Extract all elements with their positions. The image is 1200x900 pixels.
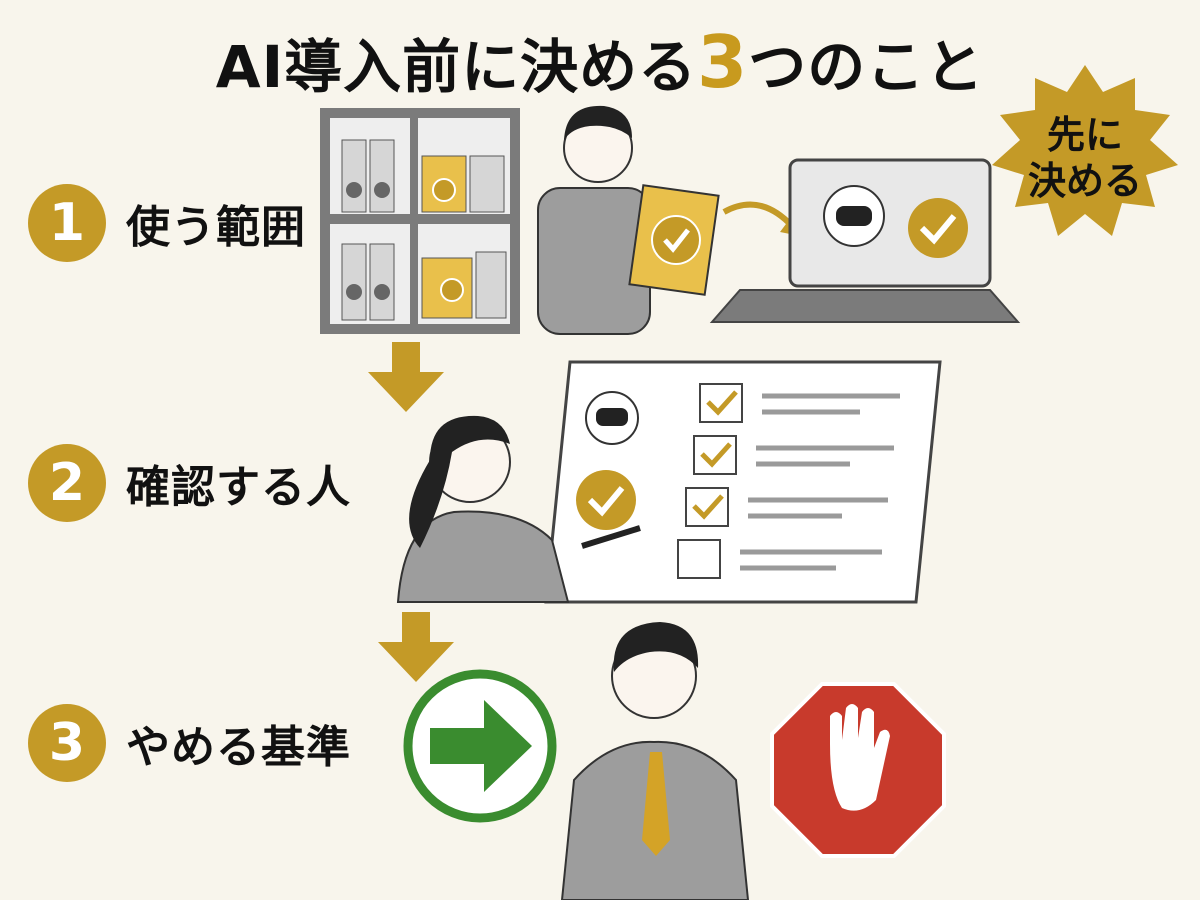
person-with-folder-icon — [537, 105, 800, 335]
title-suffix: つのこと — [748, 33, 985, 101]
decide-first-badge: 先に 決める — [1010, 112, 1160, 204]
thinking-man-icon — [560, 622, 750, 900]
title-number: 3 — [697, 20, 749, 104]
woman-checking-icon — [396, 415, 641, 603]
go-arrow-icon — [403, 669, 557, 823]
stop-hand-icon — [770, 682, 946, 858]
step-number: 1 — [28, 184, 106, 262]
step-label: 使う範囲 — [126, 202, 306, 253]
arrow-down-icon — [378, 612, 454, 682]
step-number: 3 — [28, 704, 106, 782]
checklist-board-icon — [544, 360, 942, 604]
step-label: やめる基準 — [126, 722, 351, 773]
arrow-down-icon — [368, 342, 444, 412]
step-number: 2 — [28, 444, 106, 522]
step-3: 3 やめる基準 — [28, 704, 351, 782]
title-prefix: AI導入前に決める — [215, 33, 698, 101]
step-label: 確認する人 — [126, 462, 351, 513]
step-1: 1 使う範囲 — [28, 184, 306, 262]
page-title: AI導入前に決める3つのこと — [0, 22, 1200, 107]
badge-line-1: 先に — [1046, 113, 1123, 157]
step-2: 2 確認する人 — [28, 444, 351, 522]
badge-line-2: 決める — [1027, 159, 1142, 203]
laptop-icon — [709, 158, 1021, 323]
badge-burst-icon — [992, 65, 1178, 236]
bookshelf-icon — [320, 108, 520, 334]
